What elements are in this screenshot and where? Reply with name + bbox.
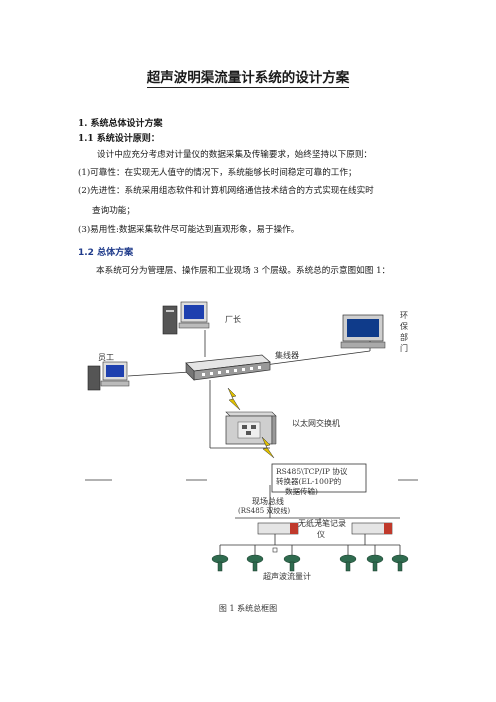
subsection-heading-1-1: 1.1 系统设计原则： [78,134,160,144]
principle-item-1: (1)可靠性：在实现无人值守的情况下，系统能够长时间稳定可靠的工作； [78,168,357,178]
section-heading-1: 1. 系统总体设计方案 [78,119,163,129]
env-dept-computer-icon [340,314,386,349]
label-env-dept-3: 部 [400,333,408,342]
label-converter-line3: 数据传输) [285,487,318,496]
flowmeter-sensor-icons [211,554,409,572]
label-fieldbus-twisted-pair: (RS485 双绞线) [238,507,291,515]
lightning-icon [227,387,241,411]
label-env-dept-2: 保 [400,322,408,331]
paragraph-overview: 本系统可分为管理层、操作层和工业现场 3 个层级。系统总的示意图如图 1： [96,266,391,276]
label-fieldbus: 现场总线 [252,497,284,506]
label-converter-line2: 转换器(EL-100P的 [276,477,342,486]
principle-item-2-continued: 查询功能； [92,206,135,216]
label-factory-manager: 厂长 [225,315,241,324]
label-env-dept-4: 门 [400,344,408,353]
protocol-converter-box [271,463,367,493]
staff-computer-icon [87,361,130,391]
figure-caption: 图 1 系统总框图 [218,604,278,613]
principle-item-2: (2)先进性：系统采用组态软件和计算机网络通信技术结合的方式实现在线实时 [78,186,374,196]
label-env-dept-1: 环 [400,311,408,320]
paragraph-intro: 设计中应充分考虑对计量仪的数据采集及传输要求，始终坚持以下原则： [97,150,373,160]
recorder-icon [351,522,393,535]
label-recorder-line1: 无纸无笔记录 [298,519,346,528]
label-ethernet-switch: 以太网交换机 [292,419,340,428]
lightning-icon [261,436,275,459]
ethernet-switch-icon [225,411,277,445]
label-flowmeter: 超声波流量计 [263,572,311,581]
recorder-icon [257,522,299,535]
label-staff: 员工 [98,353,114,362]
hub-icon [185,354,271,381]
label-converter-line1: RS485\TCP/IP 协议 [276,467,348,476]
label-recorder-line2: 仪 [317,530,325,539]
document-title: 超声波明渠流量计系统的设计方案 [146,70,350,88]
subsection-heading-1-2: 1.2 总体方案 [78,248,134,258]
label-hub: 集线器 [275,351,299,360]
principle-item-3: (3)易用性:数据采集软件尽可能达到直观形象，易于操作。 [78,225,300,235]
manager-computer-icon [162,301,210,335]
